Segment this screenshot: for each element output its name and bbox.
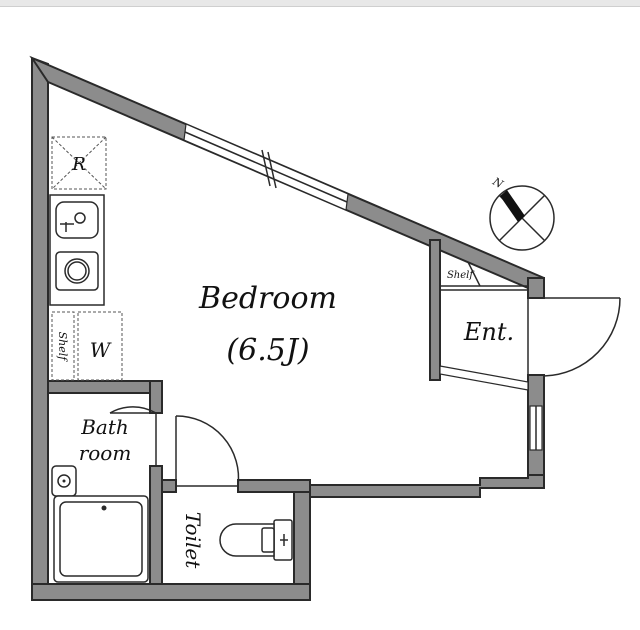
kitchen-shelf-label: Shelf	[56, 332, 69, 363]
bathroom-door[interactable]	[109, 406, 157, 466]
kitchen-counter	[49, 194, 105, 306]
refrigerator-label: R	[71, 154, 86, 175]
toilet-bowl	[219, 519, 293, 561]
entrance-area	[439, 261, 529, 391]
kitchen-shelf	[51, 311, 75, 381]
entrance-door[interactable]	[527, 297, 621, 377]
window-top-bar	[0, 0, 640, 7]
bedroom-window	[183, 123, 349, 211]
toilet-door[interactable]	[175, 415, 240, 487]
wash-basin	[51, 465, 77, 497]
washer-label: W	[90, 338, 112, 362]
bedroom-size: (6.5J)	[226, 333, 309, 368]
bathtub	[53, 495, 149, 583]
compass-icon	[489, 185, 555, 251]
interior-walls	[47, 239, 441, 585]
washer-space	[77, 311, 123, 381]
bathroom-label-line1: Bath	[80, 415, 129, 439]
bedroom-name: Bedroom	[198, 281, 337, 316]
entrance-shelf-label: Shelf	[447, 270, 475, 281]
compass-north-label: N	[489, 174, 505, 191]
sink	[55, 201, 99, 239]
stove	[55, 251, 99, 291]
entrance-label: Ent.	[463, 318, 514, 346]
bathroom-label-line2: room	[79, 441, 132, 465]
refrigerator-space	[51, 136, 107, 190]
toilet-label: Toilet	[181, 512, 205, 569]
side-window	[529, 405, 543, 451]
